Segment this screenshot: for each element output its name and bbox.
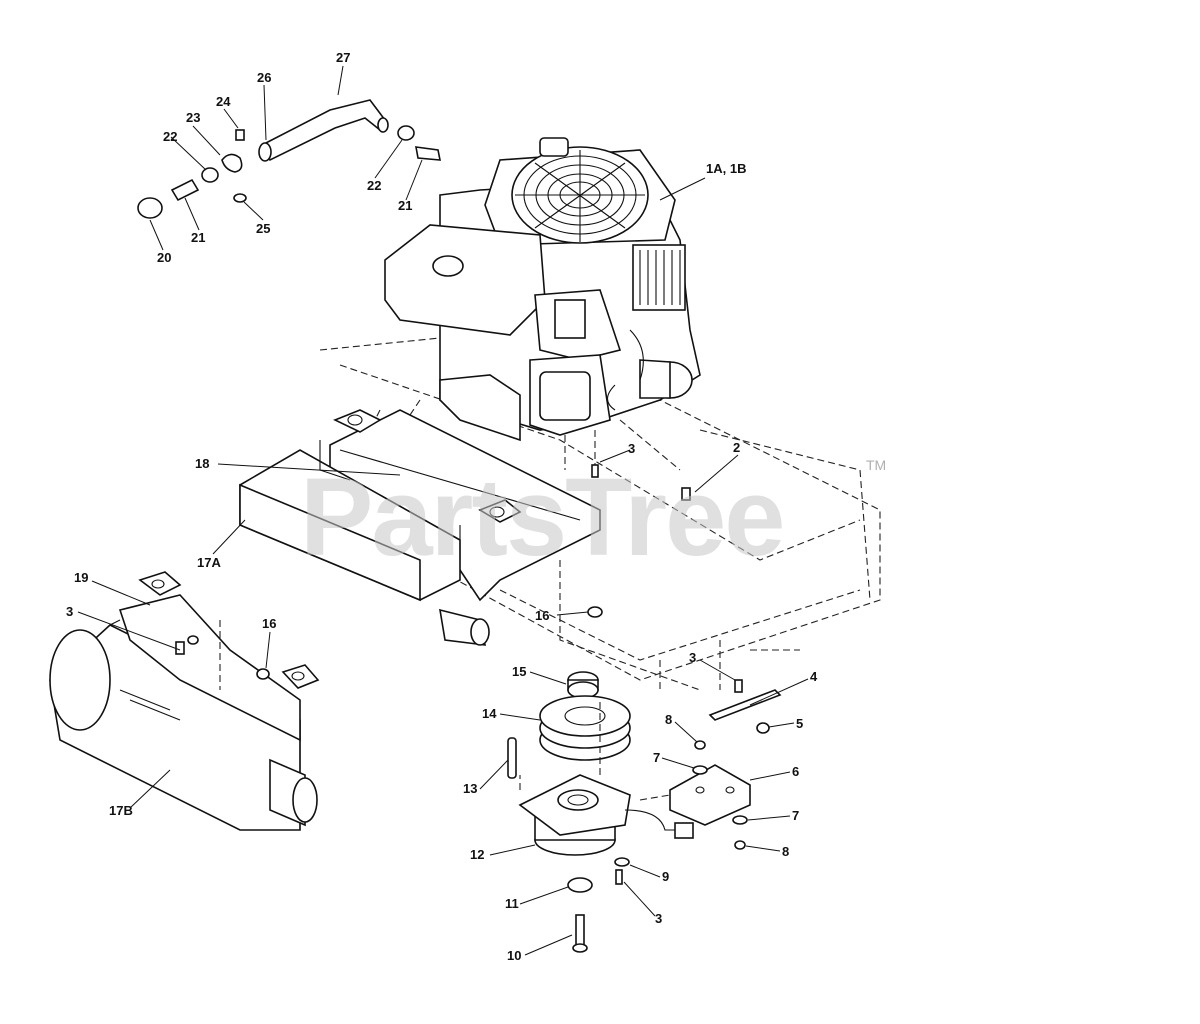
callout-26: 26 bbox=[257, 70, 271, 85]
callout-3-left: 3 bbox=[66, 604, 73, 619]
callout-6: 6 bbox=[792, 764, 799, 779]
callout-21-left: 21 bbox=[191, 230, 205, 245]
callout-3-bottom: 3 bbox=[655, 911, 662, 926]
callout-5: 5 bbox=[796, 716, 803, 731]
watermark-trademark: TM bbox=[866, 457, 886, 473]
callout-18: 18 bbox=[195, 456, 209, 471]
callout-15: 15 bbox=[512, 664, 526, 679]
callout-20: 20 bbox=[157, 250, 171, 265]
callout-21-right: 21 bbox=[398, 198, 412, 213]
callout-1a-1b: 1A, 1B bbox=[706, 161, 746, 176]
callout-22-left: 22 bbox=[163, 129, 177, 144]
engine-assembly bbox=[384, 137, 701, 442]
callout-27: 27 bbox=[336, 50, 350, 65]
callout-19: 19 bbox=[74, 570, 88, 585]
callout-7-right: 7 bbox=[792, 808, 799, 823]
callout-labels: 27 26 24 23 22 22 21 21 20 25 1A, 1B 18 … bbox=[66, 50, 818, 963]
callout-16-center: 16 bbox=[535, 608, 549, 623]
callout-12: 12 bbox=[470, 847, 484, 862]
callout-17b: 17B bbox=[109, 803, 133, 818]
watermark-text: PartsTree bbox=[300, 456, 783, 579]
callout-10: 10 bbox=[507, 948, 521, 963]
callout-17a: 17A bbox=[197, 555, 221, 570]
callout-23: 23 bbox=[186, 110, 200, 125]
callout-14: 14 bbox=[482, 706, 497, 721]
clutch-assembly bbox=[175, 464, 782, 953]
callout-16-left: 16 bbox=[262, 616, 276, 631]
callout-3-right: 3 bbox=[689, 650, 696, 665]
callout-2: 2 bbox=[733, 440, 740, 455]
callout-9: 9 bbox=[662, 869, 669, 884]
muffler-17a bbox=[239, 409, 601, 646]
callout-24: 24 bbox=[216, 94, 231, 109]
callout-3-top: 3 bbox=[628, 441, 635, 456]
callout-13: 13 bbox=[463, 781, 477, 796]
callout-4: 4 bbox=[810, 669, 818, 684]
fuel-line-parts bbox=[137, 99, 441, 219]
callout-8-bottom: 8 bbox=[782, 844, 789, 859]
callout-8-top: 8 bbox=[665, 712, 672, 727]
leader-lines bbox=[77, 65, 809, 956]
muffler-17b bbox=[49, 571, 320, 831]
callout-11: 11 bbox=[505, 896, 519, 911]
callout-7-left: 7 bbox=[653, 750, 660, 765]
callout-22-right: 22 bbox=[367, 178, 381, 193]
callout-25: 25 bbox=[256, 221, 270, 236]
